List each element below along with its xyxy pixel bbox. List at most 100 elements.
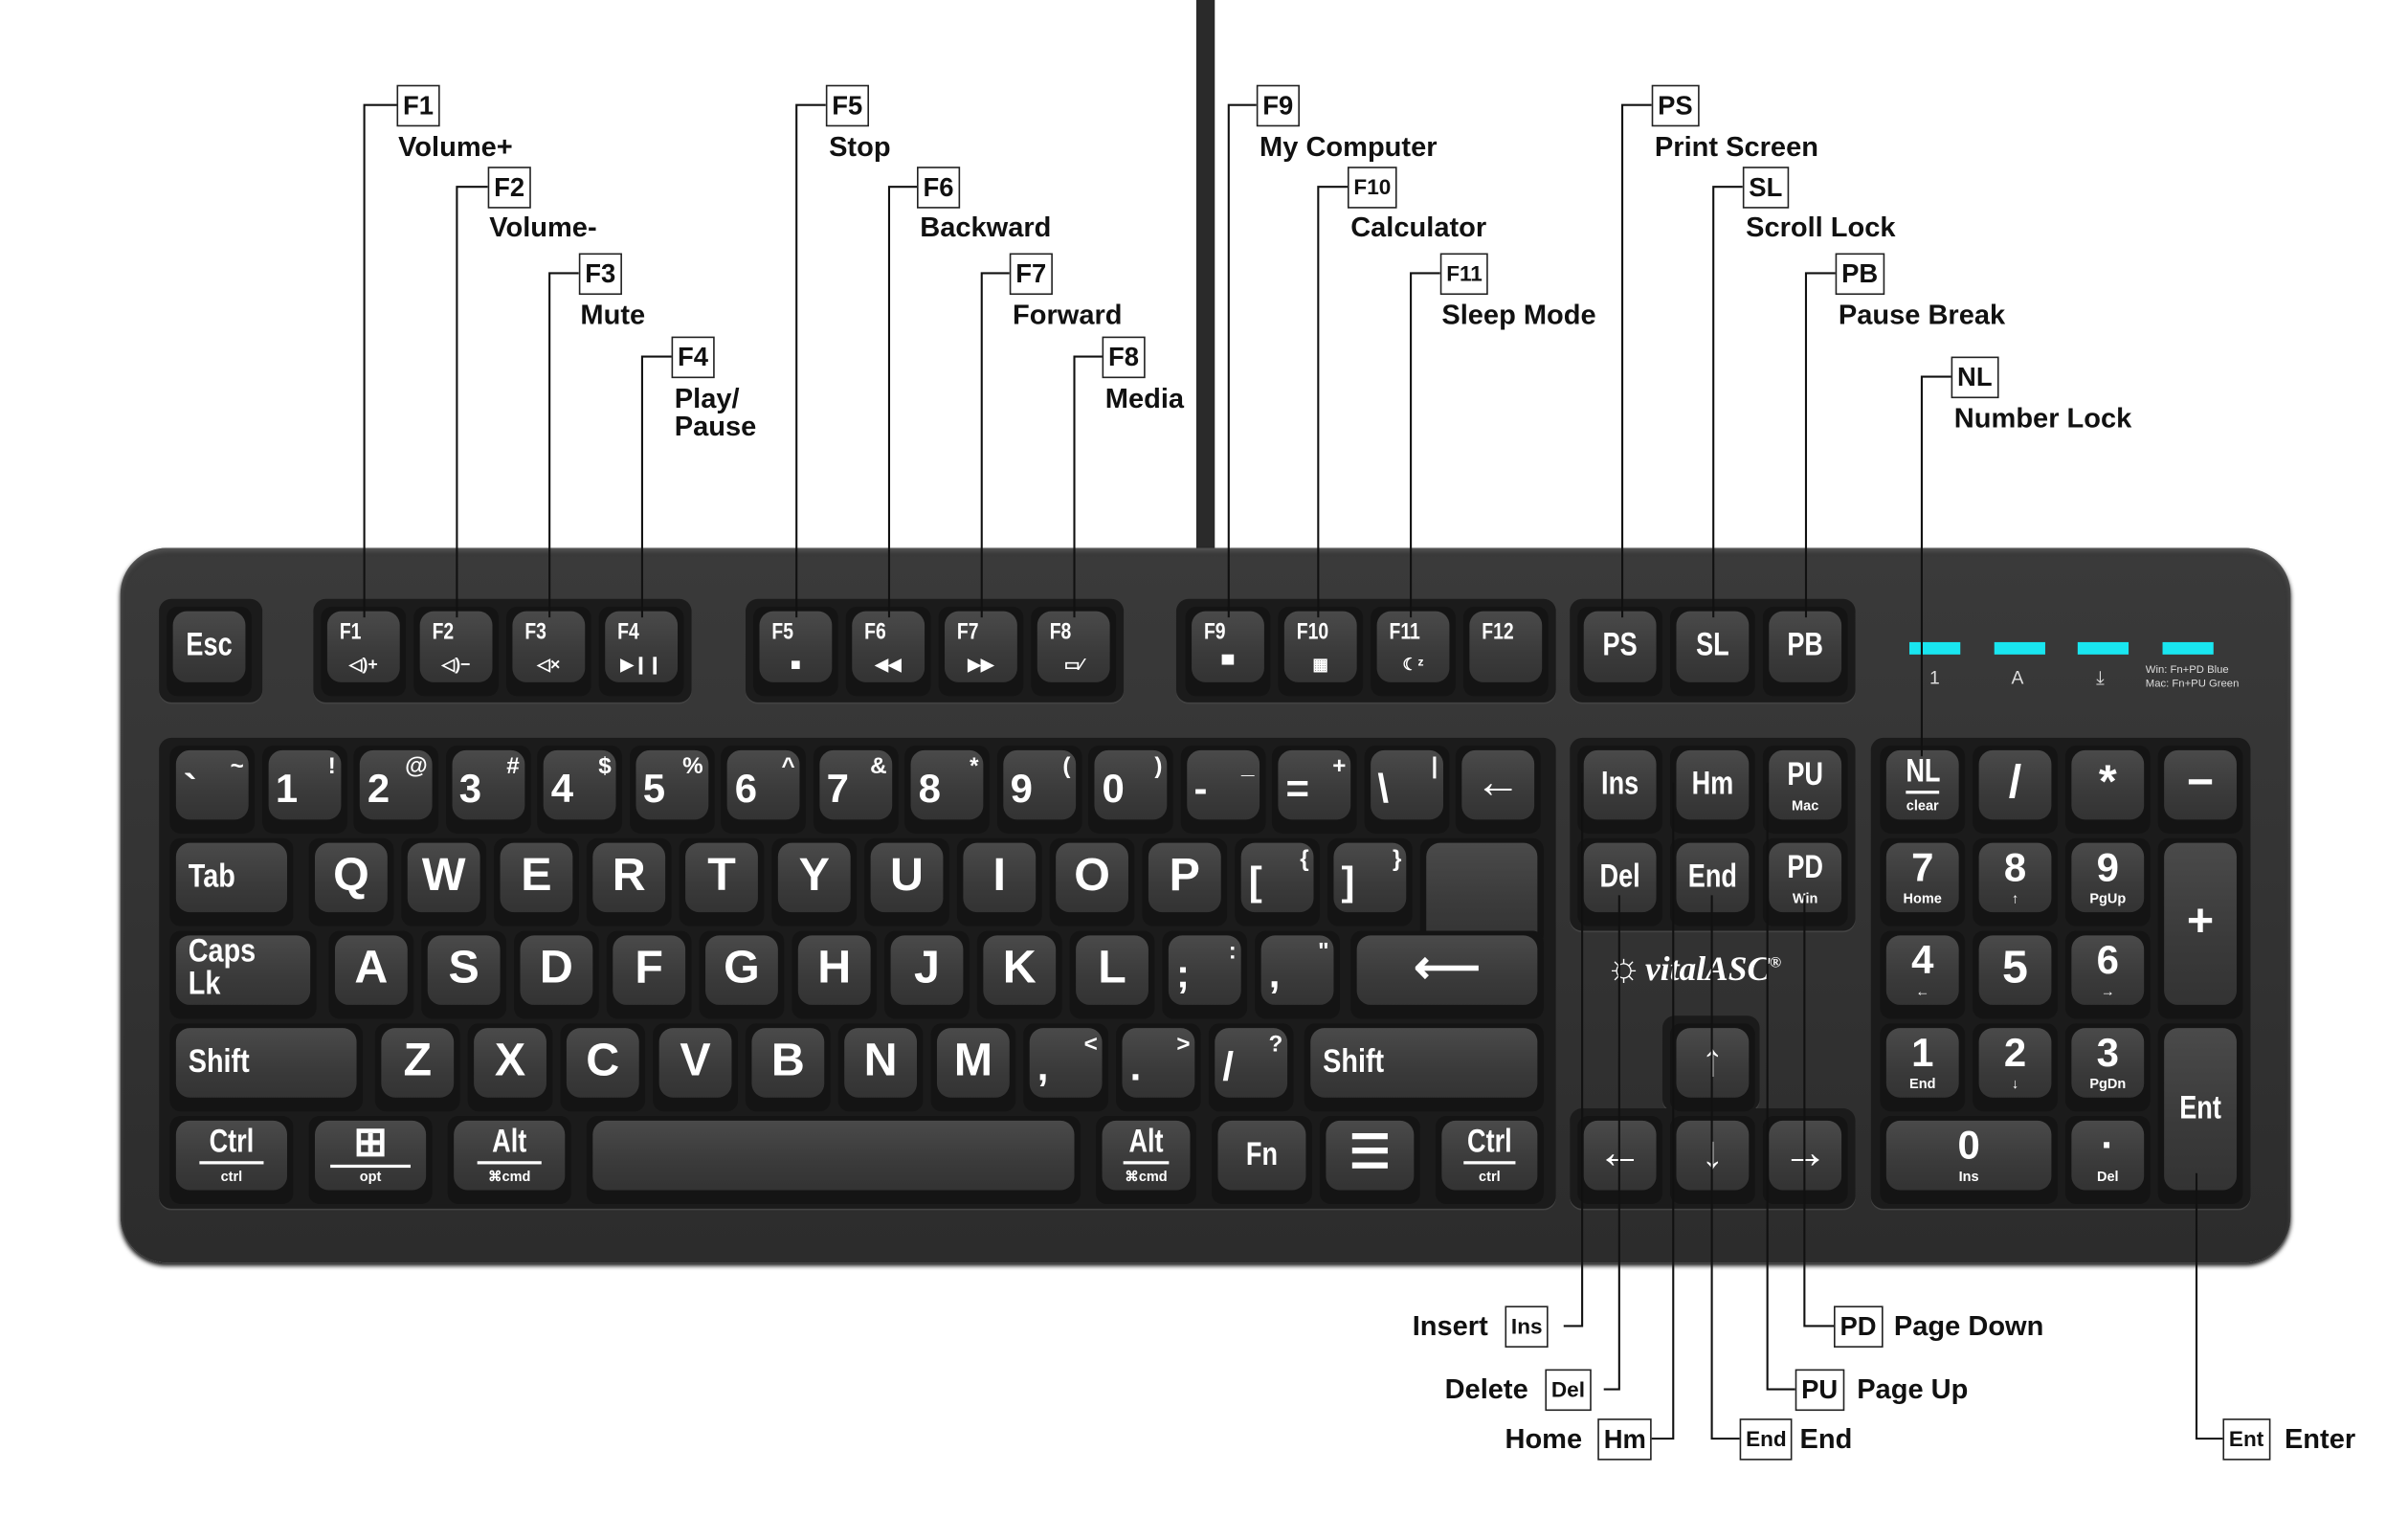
key-a[interactable]: A bbox=[328, 930, 414, 1019]
key-esc[interactable]: Esc bbox=[167, 606, 252, 697]
key-ent[interactable]: Ent bbox=[2157, 1023, 2243, 1204]
key-alt[interactable]: Alt⌘cmd bbox=[447, 1116, 571, 1204]
key-sleep[interactable]: F11☾ᶻ bbox=[1371, 606, 1456, 697]
key-calculator[interactable]: F10▦ bbox=[1278, 606, 1364, 697]
key-e[interactable]: E bbox=[494, 837, 579, 926]
key-volume-down[interactable]: F2◁)− bbox=[413, 606, 499, 697]
key-9[interactable]: 9( bbox=[996, 745, 1081, 834]
key-symbol[interactable]: /? bbox=[1208, 1023, 1294, 1112]
key-v[interactable]: V bbox=[653, 1023, 738, 1112]
key-computer[interactable]: F9▀ bbox=[1185, 606, 1271, 697]
key-symbol[interactable]: ·Del bbox=[2064, 1116, 2151, 1204]
key-symbol[interactable]: ,< bbox=[1023, 1023, 1108, 1112]
key-symbol[interactable]: ← bbox=[1577, 1116, 1662, 1204]
key-x[interactable]: X bbox=[467, 1023, 553, 1112]
key-symbol[interactable]: → bbox=[1762, 1116, 1848, 1204]
key-g[interactable]: G bbox=[699, 930, 785, 1019]
key-s[interactable]: S bbox=[421, 930, 506, 1019]
key-p[interactable]: P bbox=[1142, 837, 1228, 926]
key-2[interactable]: 2@ bbox=[353, 745, 439, 834]
key-q[interactable]: Q bbox=[308, 837, 394, 926]
key-8[interactable]: 8* bbox=[904, 745, 990, 834]
key-alt[interactable]: Alt⌘cmd bbox=[1096, 1116, 1196, 1204]
key-menu[interactable]: ☰ bbox=[1319, 1116, 1420, 1204]
key-t[interactable]: T bbox=[679, 837, 765, 926]
key-symbol[interactable]: ," bbox=[1255, 930, 1340, 1019]
key-o[interactable]: O bbox=[1049, 837, 1135, 926]
key-b[interactable]: B bbox=[745, 1023, 831, 1112]
key-symbol[interactable]: ]} bbox=[1327, 837, 1413, 926]
key-symbol[interactable]: `~ bbox=[169, 745, 256, 834]
key-z[interactable]: Z bbox=[374, 1023, 460, 1112]
key-fn[interactable]: Fn bbox=[1212, 1116, 1312, 1204]
key-symbol[interactable]: ↑ bbox=[1670, 1023, 1755, 1112]
key-0[interactable]: 0) bbox=[1088, 745, 1173, 834]
key-j[interactable]: J bbox=[884, 930, 970, 1019]
key-symbol[interactable]: -_ bbox=[1179, 745, 1265, 834]
key-media[interactable]: F8▭⁄ bbox=[1031, 606, 1117, 697]
key-shift[interactable]: Shift bbox=[169, 1023, 364, 1112]
key-h[interactable]: H bbox=[792, 930, 878, 1019]
key-d[interactable]: D bbox=[514, 930, 599, 1019]
key-w[interactable]: W bbox=[401, 837, 487, 926]
key-symbol[interactable]: ← bbox=[1455, 745, 1541, 834]
key-4[interactable]: 4$ bbox=[537, 745, 622, 834]
key-m[interactable]: M bbox=[930, 1023, 1016, 1112]
key-3[interactable]: 3# bbox=[445, 745, 530, 834]
key-sl[interactable]: SL bbox=[1670, 606, 1755, 697]
key-5[interactable]: 5% bbox=[629, 745, 714, 834]
key-symbol[interactable]: ↓ bbox=[1670, 1116, 1755, 1204]
key-symbol[interactable]: =+ bbox=[1271, 745, 1357, 834]
key-stop[interactable]: F5■ bbox=[753, 606, 838, 697]
key-windows[interactable]: ⊞opt bbox=[308, 1116, 433, 1204]
key-7[interactable]: 7& bbox=[813, 745, 898, 834]
key-pb[interactable]: PB bbox=[1762, 606, 1848, 697]
key-symbol[interactable]: ⟵ bbox=[1350, 930, 1544, 1019]
key-tab[interactable]: Tab bbox=[169, 837, 294, 926]
key-hm[interactable]: Hm bbox=[1670, 745, 1755, 834]
key-f12[interactable]: F12 bbox=[1462, 606, 1549, 697]
key-space[interactable] bbox=[586, 1116, 1081, 1204]
key-i[interactable]: I bbox=[956, 837, 1042, 926]
key-symbol[interactable]: .> bbox=[1116, 1023, 1201, 1112]
key-del[interactable]: Del bbox=[1577, 837, 1662, 926]
key-caps-lk[interactable]: Caps Lk bbox=[169, 930, 317, 1019]
key-symbol[interactable]: [{ bbox=[1235, 837, 1320, 926]
key-c[interactable]: C bbox=[560, 1023, 646, 1112]
key-1[interactable]: 1! bbox=[261, 745, 347, 834]
key-symbol[interactable]: ;: bbox=[1162, 930, 1248, 1019]
key-mute[interactable]: F3◁× bbox=[505, 606, 591, 697]
key-ins[interactable]: Ins bbox=[1577, 745, 1662, 834]
key-5[interactable]: 5 bbox=[1973, 930, 2058, 1019]
key-l[interactable]: L bbox=[1069, 930, 1155, 1019]
key-f[interactable]: F bbox=[606, 930, 692, 1019]
key-6[interactable]: 6^ bbox=[721, 745, 806, 834]
key-y[interactable]: Y bbox=[771, 837, 858, 926]
key-r[interactable]: R bbox=[586, 837, 672, 926]
key-symbol[interactable]: − bbox=[2157, 745, 2243, 834]
key-previous-track[interactable]: F6◀◀ bbox=[845, 606, 931, 697]
key-ps[interactable]: PS bbox=[1577, 606, 1662, 697]
key-k[interactable]: K bbox=[976, 930, 1062, 1019]
key-next-track[interactable]: F7▶▶ bbox=[938, 606, 1024, 697]
key-shift[interactable]: Shift bbox=[1304, 1023, 1544, 1112]
key-symbol[interactable]: * bbox=[2064, 745, 2151, 834]
key-symbol[interactable]: / bbox=[1973, 745, 2058, 834]
key-play-pause[interactable]: F4▶❙❙ bbox=[598, 606, 684, 697]
key-volume-up[interactable]: F1◁)+ bbox=[321, 606, 407, 697]
key-6[interactable]: 6→ bbox=[2064, 930, 2151, 1019]
key-symbol[interactable]: + bbox=[2157, 837, 2243, 1019]
key-n[interactable]: N bbox=[837, 1023, 924, 1112]
key-8[interactable]: 8↑ bbox=[1973, 837, 2058, 926]
key-symbol[interactable]: \| bbox=[1363, 745, 1449, 834]
